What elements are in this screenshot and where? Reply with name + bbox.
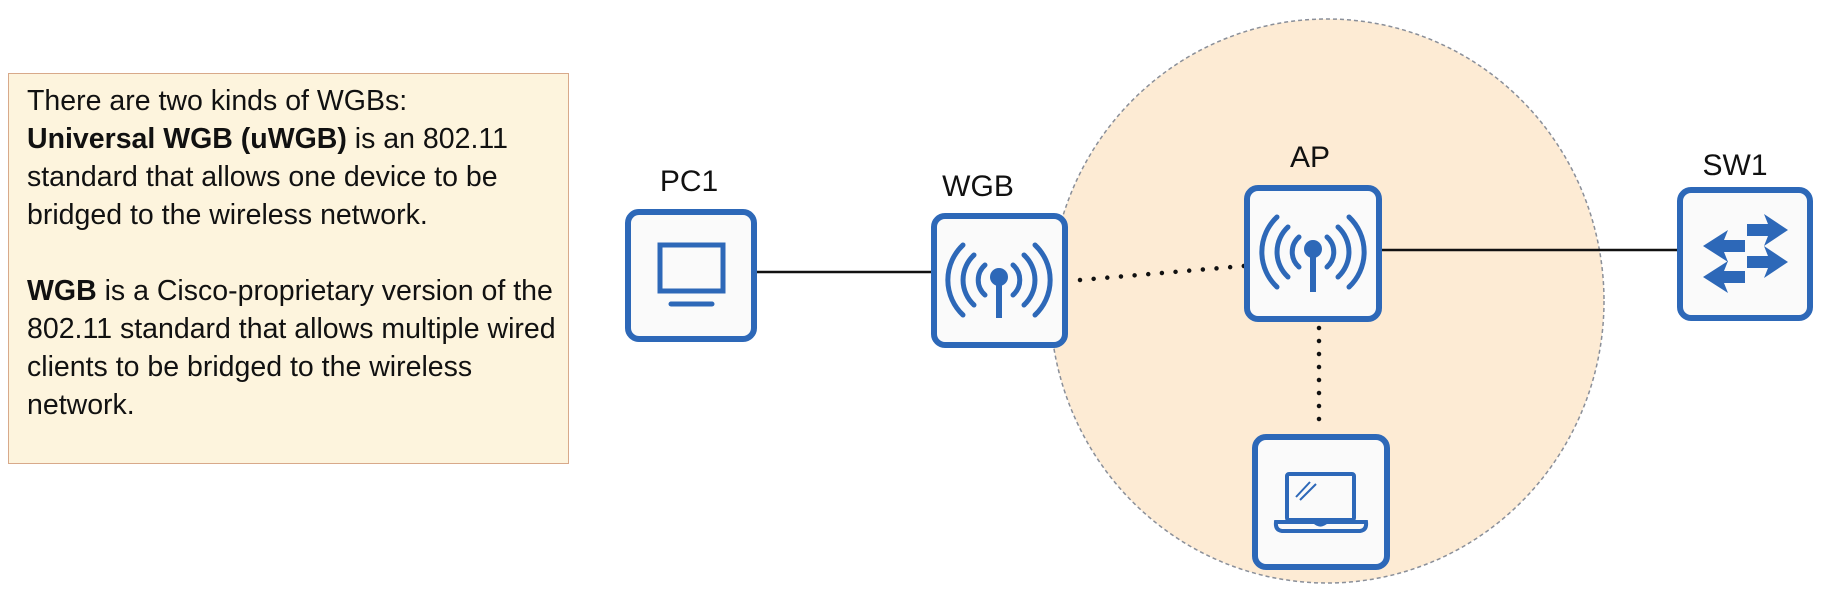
uwgb-term: Universal WGB (uWGB) [27, 123, 347, 155]
label-sw1: SW1 [1702, 149, 1768, 182]
switch-arrows-icon [1703, 214, 1788, 293]
wireless-antenna-icon [1259, 214, 1367, 292]
device-frame [1677, 187, 1813, 321]
device-pc1[interactable] [625, 209, 757, 342]
intro-paragraph: There are two kinds of WGBs: Universal W… [27, 82, 558, 234]
desktop-computer-icon [657, 242, 726, 307]
label-ap: AP [1289, 141, 1331, 174]
device-frame [1252, 434, 1390, 570]
wgb-description: is a Cisco-proprietary version of the 80… [27, 275, 556, 421]
wgb-term: WGB [27, 275, 97, 307]
wireless-link-wgb-ap [1077, 263, 1247, 283]
laptop-icon [1273, 472, 1369, 533]
label-wgb: WGB [942, 170, 1014, 203]
wireless-antenna-icon [945, 242, 1053, 318]
label-pc1: PC1 [659, 165, 719, 198]
device-sw1[interactable] [1677, 187, 1813, 321]
device-frame [625, 209, 757, 342]
device-wgb[interactable] [931, 213, 1068, 348]
device-laptop[interactable] [1252, 434, 1390, 570]
device-ap[interactable] [1244, 185, 1382, 322]
uwgb-description: is an 802.11 standard that allows one de… [27, 123, 508, 231]
intro-text: There are two kinds of WGBs: [27, 85, 408, 117]
wgb-types-info-box: There are two kinds of WGBs: Universal W… [8, 73, 569, 464]
wgb-paragraph: WGB is a Cisco-proprietary version of th… [27, 272, 558, 424]
